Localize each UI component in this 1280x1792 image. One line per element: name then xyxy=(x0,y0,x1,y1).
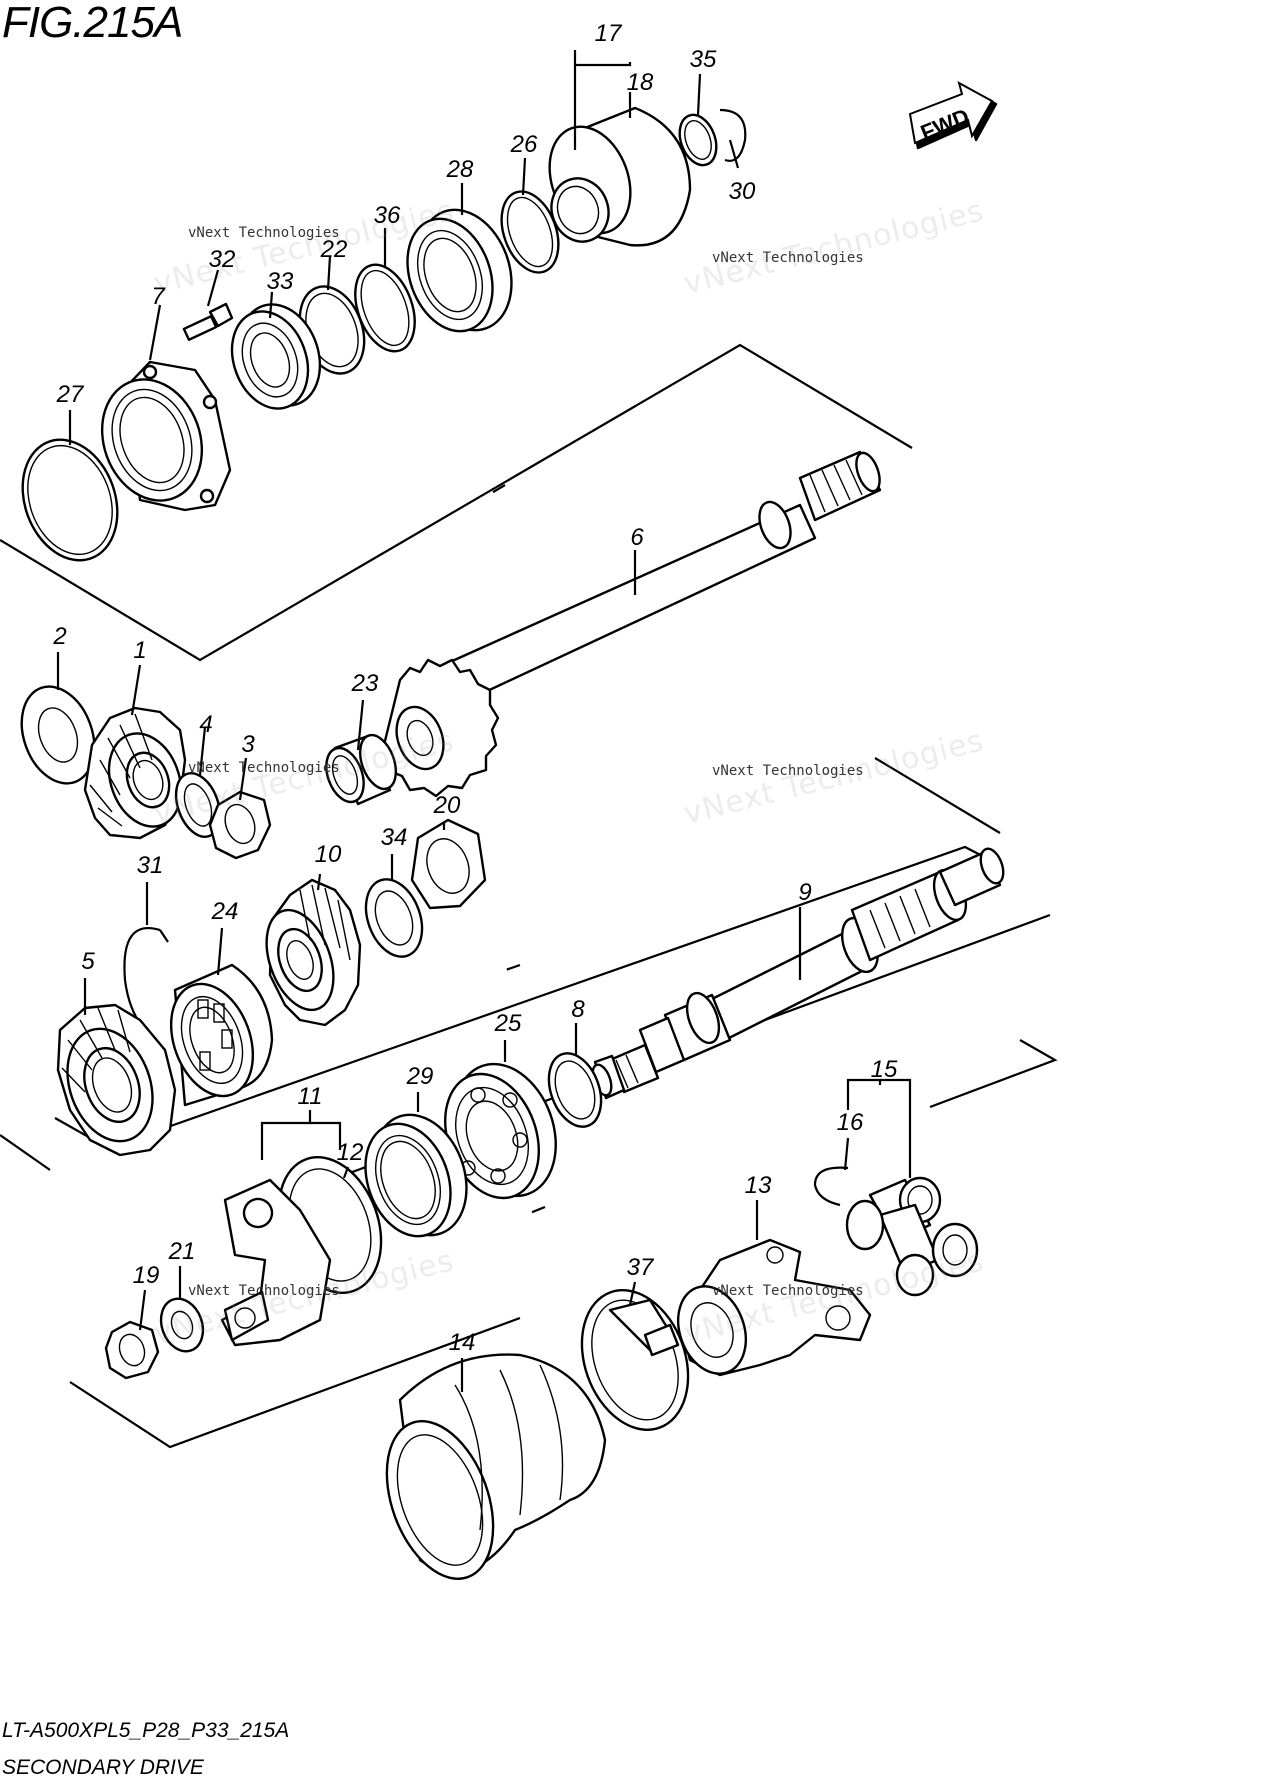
callout-31[interactable]: 31 xyxy=(136,852,164,879)
part-1-bevel-gear xyxy=(83,706,187,840)
part-23-needle-bearing xyxy=(325,733,398,806)
part-20-nut xyxy=(410,818,487,910)
part-29-oil-seal xyxy=(364,1113,468,1238)
callout-36[interactable]: 36 xyxy=(373,202,401,229)
part-27-o-ring xyxy=(21,438,119,562)
part-5-bevel-gear xyxy=(56,1003,177,1157)
callout-6[interactable]: 6 xyxy=(630,524,644,551)
figure-title: FIG.215A xyxy=(2,0,183,47)
model-code: LT-A500XPL5_P28_P33_215A xyxy=(2,1719,290,1742)
part-14-boot xyxy=(385,1353,607,1580)
callout-34[interactable]: 34 xyxy=(380,824,408,851)
callout-32[interactable]: 32 xyxy=(208,246,236,273)
callout-8[interactable]: 8 xyxy=(571,996,585,1023)
figure-name: SECONDARY DRIVE xyxy=(2,1756,204,1779)
watermark-text: vNext Technologies xyxy=(712,763,864,779)
part-2-washer xyxy=(20,685,96,785)
section-box-upper xyxy=(0,343,913,662)
callout-18[interactable]: 18 xyxy=(626,69,654,96)
part-35-circlip xyxy=(678,113,718,167)
part-28-bearing xyxy=(406,208,513,333)
section-box-middle xyxy=(0,757,1001,1171)
part-25-bearing xyxy=(444,1062,557,1200)
part-15-spider xyxy=(845,1176,979,1297)
part-24-roller-bearing xyxy=(169,963,274,1107)
callout-13[interactable]: 13 xyxy=(744,1172,772,1199)
watermark-text: vNext Technologies xyxy=(188,1283,340,1299)
part-26-o-ring xyxy=(500,190,560,274)
callout-37[interactable]: 37 xyxy=(626,1254,654,1281)
part-30-snap-ring xyxy=(719,108,747,162)
part-21-washer xyxy=(159,1297,205,1353)
callout-11[interactable]: 11 xyxy=(297,1083,323,1110)
callout-12[interactable]: 12 xyxy=(336,1139,364,1166)
part-13-yoke xyxy=(677,1238,872,1377)
watermark-text: vNext Technologies xyxy=(188,760,340,776)
callout-2[interactable]: 2 xyxy=(53,623,67,650)
watermark-text: vNext Technologies xyxy=(712,250,864,266)
callout-17[interactable]: 17 xyxy=(594,20,622,47)
part-6-driven-shaft xyxy=(382,450,882,798)
callout-26[interactable]: 26 xyxy=(510,131,538,158)
callout-23[interactable]: 23 xyxy=(351,670,379,697)
watermark-text: vNext Technologies xyxy=(188,225,340,241)
part-8-shim xyxy=(547,1052,603,1128)
callout-1[interactable]: 1 xyxy=(133,637,147,664)
callout-15[interactable]: 15 xyxy=(870,1056,898,1083)
part-7-bearing-case xyxy=(100,360,232,512)
fwd-badge xyxy=(908,80,998,150)
part-10-bevel-gear xyxy=(265,878,362,1027)
part-3-nut xyxy=(208,790,272,860)
part-4-washer xyxy=(174,772,222,838)
callout-29[interactable]: 29 xyxy=(406,1063,434,1090)
callout-21[interactable]: 21 xyxy=(168,1238,196,1265)
callout-16[interactable]: 16 xyxy=(836,1109,864,1136)
part-33-bearing xyxy=(230,303,322,410)
callout-28[interactable]: 28 xyxy=(446,156,474,183)
part-18-housing xyxy=(548,106,692,247)
part-36-snap-ring xyxy=(354,263,416,353)
leader-lines xyxy=(56,50,912,1392)
callout-24[interactable]: 24 xyxy=(211,898,239,925)
callout-35[interactable]: 35 xyxy=(689,46,717,73)
callout-25[interactable]: 25 xyxy=(494,1010,522,1037)
part-16-circlip xyxy=(813,1166,849,1207)
callout-19[interactable]: 19 xyxy=(132,1262,160,1289)
callout-4[interactable]: 4 xyxy=(199,711,213,738)
part-12-yoke xyxy=(220,1156,383,1347)
part-32-bolt xyxy=(182,302,234,341)
callout-20[interactable]: 20 xyxy=(433,792,461,819)
callout-10[interactable]: 10 xyxy=(314,841,342,868)
callout-7[interactable]: 7 xyxy=(151,283,165,310)
callout-27[interactable]: 27 xyxy=(56,381,84,408)
part-9-drive-shaft xyxy=(591,847,1005,1100)
callout-14[interactable]: 14 xyxy=(448,1329,476,1356)
part-37-clamp xyxy=(580,1289,690,1431)
callout-33[interactable]: 33 xyxy=(266,268,294,295)
callout-22[interactable]: 22 xyxy=(320,236,348,263)
watermark-text: vNext Technologies xyxy=(712,1283,864,1299)
callout-9[interactable]: 9 xyxy=(798,879,812,906)
callout-5[interactable]: 5 xyxy=(81,948,95,975)
callout-3[interactable]: 3 xyxy=(241,731,255,758)
callout-30[interactable]: 30 xyxy=(728,178,756,205)
part-34-washer xyxy=(364,878,424,958)
part-19-nut xyxy=(104,1320,160,1380)
